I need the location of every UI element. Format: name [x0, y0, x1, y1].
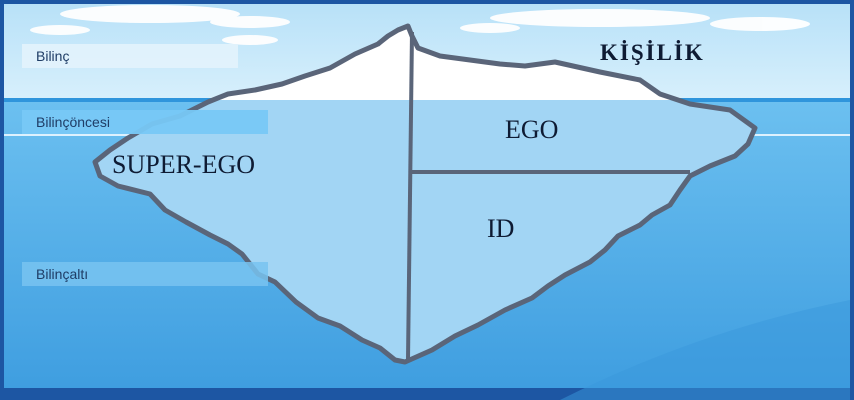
level-label-bilinc: Bilinç	[22, 44, 238, 68]
diagram-title: KİŞİLİK	[600, 40, 705, 66]
level-label-bilincalti: Bilinçaltı	[22, 262, 268, 286]
level-label-bilinconcesi: Bilinçöncesi	[22, 110, 268, 134]
ego-label: EGO	[505, 115, 558, 145]
superego-label: SUPER-EGO	[112, 150, 255, 180]
id-label: ID	[487, 214, 514, 244]
